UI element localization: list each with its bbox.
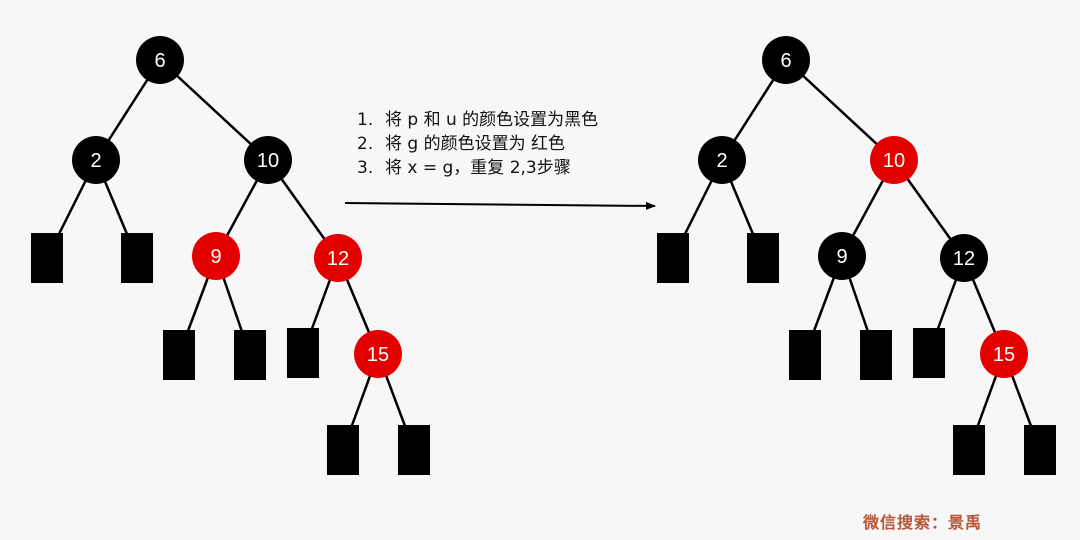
- step-1-number: 1.: [357, 110, 374, 130]
- step-2: 2. 将 g 的颜色设置为 红色: [357, 132, 598, 156]
- tree-node-label-9: 9: [210, 246, 221, 268]
- tree-node-9: [818, 232, 866, 280]
- nil-leaf: [657, 233, 689, 283]
- tree-node-label-12: 12: [327, 248, 349, 270]
- nil-leaf: [121, 233, 153, 283]
- tree-node-2: [72, 136, 120, 184]
- nil-leaf: [1024, 425, 1056, 475]
- tree-node-label-10: 10: [257, 150, 279, 172]
- tree-node-label-15: 15: [993, 344, 1015, 366]
- tree-edge: [159, 59, 269, 161]
- step-1-text: 将 p 和 u 的颜色设置为黑色: [385, 110, 599, 130]
- nil-leaf: [913, 328, 945, 378]
- tree-before: 6 2 10 9 12 15: [31, 36, 430, 475]
- tree-node-label-6: 6: [154, 50, 165, 72]
- tree-node-15: [354, 330, 402, 378]
- step-1: 1. 将 p 和 u 的颜色设置为黑色: [357, 108, 598, 132]
- step-2-number: 2.: [357, 134, 374, 154]
- tree-node-15: [980, 330, 1028, 378]
- tree-node-10: [244, 136, 292, 184]
- tree-node-label-6: 6: [780, 50, 791, 72]
- tree-node-label-2: 2: [90, 150, 101, 172]
- tree-node-6: [762, 36, 810, 84]
- tree-node-label-15: 15: [367, 344, 389, 366]
- tree-node-6: [136, 36, 184, 84]
- nil-leaf: [287, 328, 319, 378]
- nil-leaf: [953, 425, 985, 475]
- step-2-text: 将 g 的颜色设置为 红色: [385, 134, 566, 154]
- nil-leaf: [398, 425, 430, 475]
- nil-leaf: [327, 425, 359, 475]
- tree-node-label-2: 2: [716, 150, 727, 172]
- nil-leaf: [31, 233, 63, 283]
- step-3-text: 将 x = g，重复 2,3步骤: [385, 158, 571, 178]
- tree-node-label-10: 10: [883, 150, 905, 172]
- step-3: 3. 将 x = g，重复 2,3步骤: [357, 156, 598, 180]
- transition-arrow: [344, 201, 656, 210]
- nil-leaf: [747, 233, 779, 283]
- nil-leaf: [789, 330, 821, 380]
- tree-node-2: [698, 136, 746, 184]
- tree-after: 6 2 10 9 12 15: [657, 36, 1056, 475]
- tree-node-label-9: 9: [836, 246, 847, 268]
- tree-node-12: [314, 234, 362, 282]
- tree-node-label-12: 12: [953, 248, 975, 270]
- nil-leaf: [234, 330, 266, 380]
- nil-leaf: [163, 330, 195, 380]
- tree-node-12: [940, 234, 988, 282]
- tree-edge: [785, 59, 895, 161]
- tree-node-10: [870, 136, 918, 184]
- step-3-number: 3.: [357, 158, 374, 178]
- watermark: 微信搜索：景禹: [863, 513, 983, 532]
- nil-leaf: [860, 330, 892, 380]
- tree-node-9: [192, 232, 240, 280]
- recolor-steps: 1. 将 p 和 u 的颜色设置为黑色 2. 将 g 的颜色设置为 红色 3. 将 x…: [357, 108, 598, 180]
